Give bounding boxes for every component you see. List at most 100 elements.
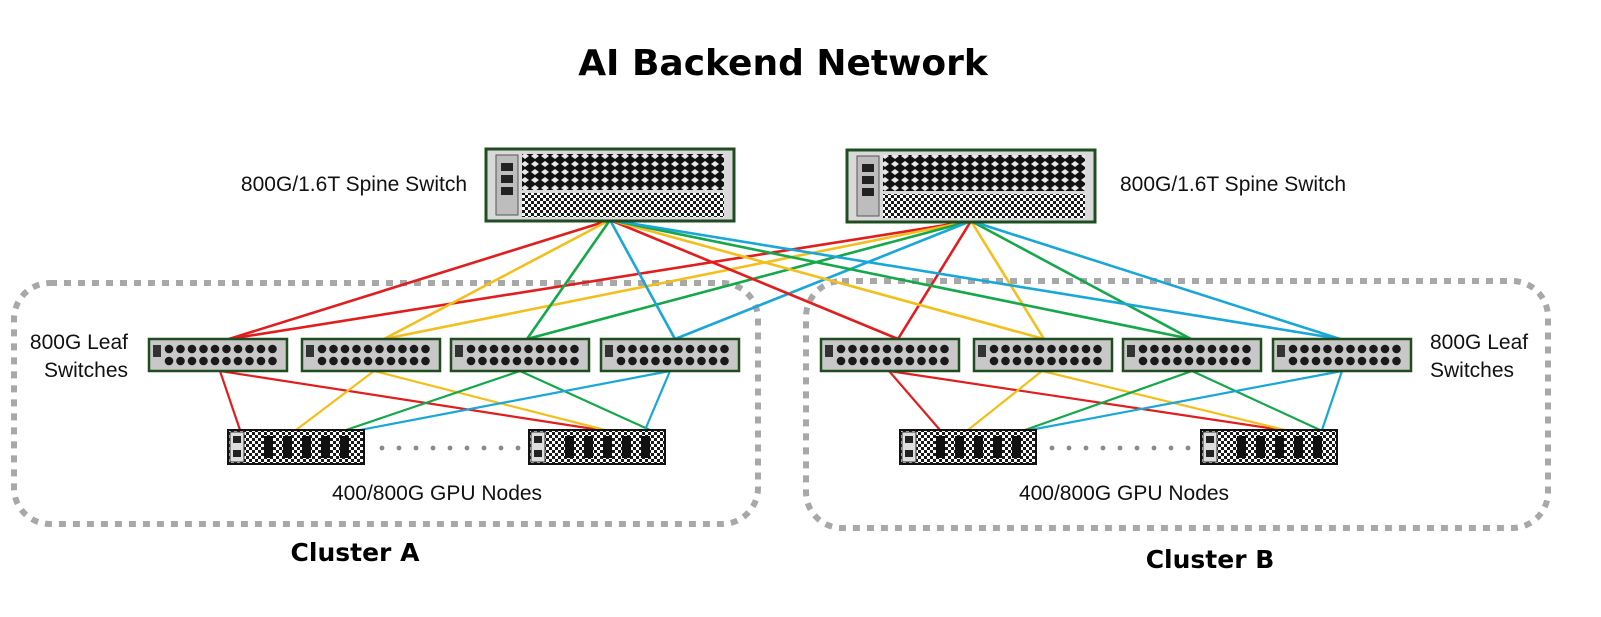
leaf-port xyxy=(639,356,649,366)
leaf-port xyxy=(685,344,695,354)
gpu-card xyxy=(1237,436,1246,458)
leaf-port xyxy=(616,344,626,354)
gpu-ellipsis-dot xyxy=(515,445,521,451)
mgmt-port xyxy=(862,164,874,172)
leaf-port xyxy=(674,344,683,354)
leaf-port xyxy=(940,356,949,366)
leaf-port xyxy=(1024,344,1033,354)
spine-link xyxy=(674,219,972,341)
leaf-port xyxy=(1300,344,1309,354)
gpu-card xyxy=(1256,436,1265,458)
leaf-port xyxy=(1207,356,1217,366)
leaf-mgmt-port xyxy=(978,345,986,357)
leaf-port xyxy=(558,344,568,354)
leaf-port xyxy=(1288,344,1298,354)
leaf-gpu-link xyxy=(373,369,606,432)
leaf-port xyxy=(674,356,683,366)
leaf-port xyxy=(535,356,545,366)
leaf-port xyxy=(1207,344,1217,354)
cluster-b-outline xyxy=(803,278,1551,531)
leaf-port xyxy=(375,356,384,366)
leaf-gpu-link xyxy=(359,369,671,432)
leaf-port xyxy=(1392,356,1401,366)
leaf-switch xyxy=(1271,337,1413,373)
leaf-mgmt-port xyxy=(153,345,161,357)
leaf-port xyxy=(524,344,533,354)
leaf-port xyxy=(836,356,846,366)
leaf-port xyxy=(501,356,510,366)
leaf-port xyxy=(1093,344,1102,354)
gpu-ellipsis-dot xyxy=(464,445,470,451)
leaf-port xyxy=(1081,356,1091,366)
leaf-port xyxy=(708,356,718,366)
leaf-port xyxy=(352,356,361,366)
leaf-port xyxy=(1334,356,1344,366)
leaf-port xyxy=(1357,356,1367,366)
leaf-port xyxy=(1357,344,1367,354)
leaf-port xyxy=(187,344,197,354)
leaf-switch xyxy=(449,337,591,373)
leaf-port xyxy=(1161,344,1171,354)
leaf-port xyxy=(466,356,476,366)
spine-link xyxy=(228,218,611,341)
leaf-port xyxy=(187,356,197,366)
leaf-port xyxy=(1380,344,1390,354)
leaf-port xyxy=(848,356,857,366)
leaf-gpu-link xyxy=(1320,370,1344,431)
leaf-port xyxy=(628,344,637,354)
leaf-chassis xyxy=(1271,337,1413,373)
mgmt-port xyxy=(862,188,874,196)
cluster-b-label: Cluster B xyxy=(1146,545,1275,574)
gpu-label-cluster-a: 400/800G GPU Nodes xyxy=(332,482,542,505)
leaf-mgmt-port xyxy=(455,345,463,357)
leaf-port xyxy=(352,344,361,354)
leaf-port xyxy=(570,344,579,354)
leaf-port xyxy=(1093,356,1102,366)
leaf-gpu-link xyxy=(1024,369,1193,432)
leaf-port xyxy=(329,344,338,354)
leaf-port xyxy=(570,356,579,366)
leaf-port xyxy=(501,344,510,354)
leaf-port xyxy=(398,356,407,366)
leaf-port xyxy=(651,344,660,354)
leaf-gpu-link xyxy=(345,369,521,432)
leaf-switch xyxy=(819,337,961,373)
leaf-port xyxy=(199,344,208,354)
gpu-port xyxy=(1206,450,1214,457)
gpu-ellipsis-dot xyxy=(1083,445,1089,451)
leaf-port xyxy=(859,356,869,366)
leaf-port xyxy=(1219,344,1228,354)
leaf-port xyxy=(720,344,729,354)
leaf-gpu-link xyxy=(888,370,941,431)
leaf-port xyxy=(1161,356,1171,366)
leaf-mgmt-port xyxy=(306,345,314,357)
leaf-port xyxy=(268,344,277,354)
leaf-port xyxy=(662,356,672,366)
leaf-port xyxy=(421,356,430,366)
spine-link xyxy=(970,219,1192,341)
gpu-ellipsis-dot xyxy=(1134,445,1140,451)
leaf-port xyxy=(1024,356,1033,366)
leaf-port xyxy=(871,344,880,354)
leaf-port xyxy=(164,356,174,366)
spine-link xyxy=(609,218,899,341)
gpu-card xyxy=(955,436,964,458)
spine-link xyxy=(609,218,1045,341)
spine-link xyxy=(228,219,972,341)
leaf-port xyxy=(836,344,846,354)
leaf-port xyxy=(1150,344,1159,354)
leaf-chassis xyxy=(147,337,289,373)
leaf-port xyxy=(256,356,266,366)
gpu-card xyxy=(1294,436,1303,458)
gpu-port xyxy=(905,436,913,443)
leaf-port xyxy=(340,356,350,366)
leaf-port xyxy=(1173,344,1182,354)
leaf-port xyxy=(1035,356,1045,366)
leaf-port xyxy=(363,344,373,354)
leaf-port xyxy=(1081,344,1091,354)
gpu-card xyxy=(1275,436,1284,458)
leaf-port xyxy=(1242,356,1251,366)
leaf-port xyxy=(871,356,880,366)
leaf-mgmt-port xyxy=(1277,345,1285,357)
gpu-ellipsis-dot xyxy=(447,445,453,451)
